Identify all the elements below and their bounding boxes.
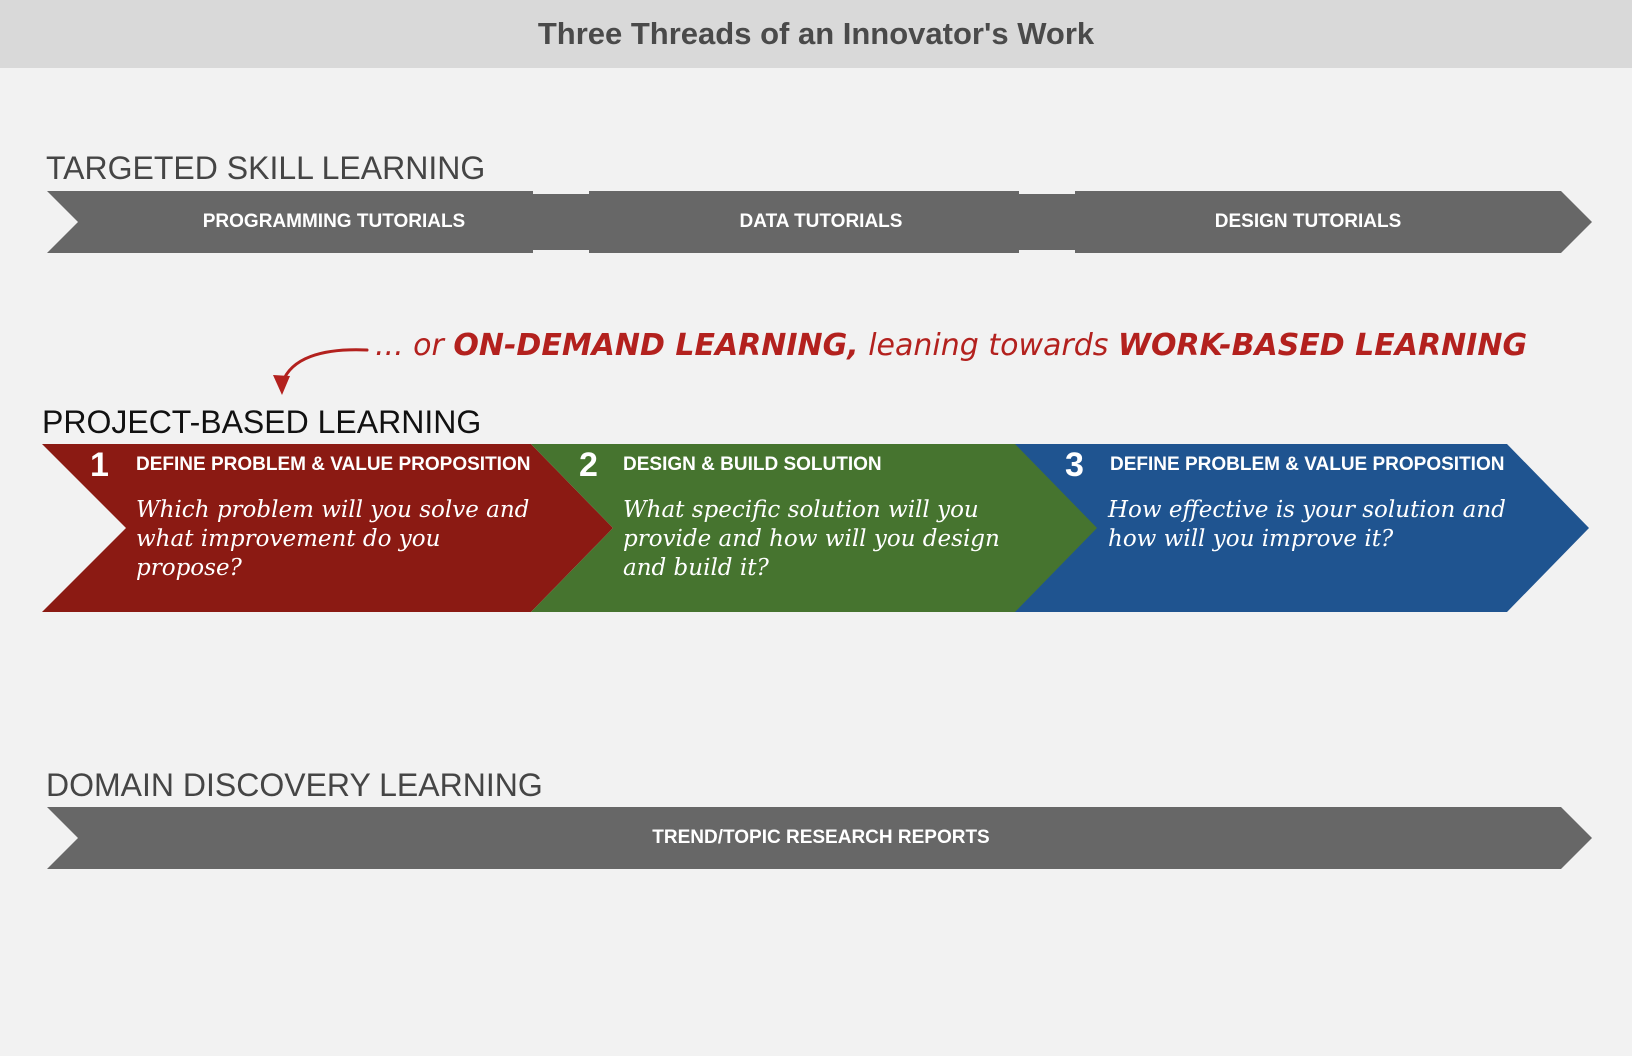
- data-tutorials-label: DATA TUTORIALS: [739, 211, 903, 232]
- annotation-prefix: ... or: [375, 328, 454, 363]
- segment-divider: [533, 191, 589, 194]
- step-title: DESIGN & BUILD SOLUTION: [623, 454, 882, 475]
- segment-divider: [533, 250, 589, 253]
- annotation-on-demand: ON-DEMAND LEARNING,: [453, 328, 859, 363]
- annotation-work-based: WORK-BASED LEARNING: [1117, 328, 1528, 363]
- project-based-heading: PROJECT-BASED LEARNING: [42, 404, 482, 440]
- step-question: Which problem will you solve and what im…: [136, 497, 530, 581]
- research-reports-label: TREND/TOPIC RESEARCH REPORTS: [652, 827, 990, 848]
- segment-divider: [1019, 250, 1075, 253]
- step-3-chevron: 3 DEFINE PROBLEM & VALUE PROPOSITION How…: [1015, 444, 1589, 612]
- title-bar: Three Threads of an Innovator's Work: [0, 0, 1632, 68]
- domain-discovery-arrow: TREND/TOPIC RESEARCH REPORTS: [47, 807, 1592, 869]
- step-number: 1: [90, 446, 109, 484]
- step-1-chevron: 1 DEFINE PROBLEM & VALUE PROPOSITION Whi…: [42, 444, 613, 612]
- targeted-skill-arrow: PROGRAMMING TUTORIALS DATA TUTORIALS DES…: [47, 191, 1592, 253]
- step-title: DEFINE PROBLEM & VALUE PROPOSITION: [1110, 454, 1505, 475]
- annotation-middle: leaning towards: [858, 328, 1118, 363]
- segment-divider: [1019, 191, 1075, 194]
- programming-tutorials-label: PROGRAMMING TUTORIALS: [202, 211, 466, 232]
- targeted-skill-heading: TARGETED SKILL LEARNING: [46, 150, 486, 186]
- step-2-chevron: 2 DESIGN & BUILD SOLUTION What specific …: [531, 444, 1100, 612]
- domain-discovery-heading: DOMAIN DISCOVERY LEARNING: [46, 767, 543, 803]
- annotation-text: ... or ON-DEMAND LEARNING, leaning towar…: [375, 328, 1527, 363]
- design-tutorials-label: DESIGN TUTORIALS: [1214, 211, 1402, 232]
- step-number: 3: [1065, 446, 1084, 484]
- step-title: DEFINE PROBLEM & VALUE PROPOSITION: [136, 454, 531, 475]
- page-title: Three Threads of an Innovator's Work: [537, 16, 1095, 51]
- step-question: How effective is your solution and how w…: [1108, 497, 1506, 552]
- step-number: 2: [579, 446, 598, 484]
- step-question: What specific solution will you provide …: [623, 497, 1000, 581]
- curved-arrow-icon: [273, 348, 369, 395]
